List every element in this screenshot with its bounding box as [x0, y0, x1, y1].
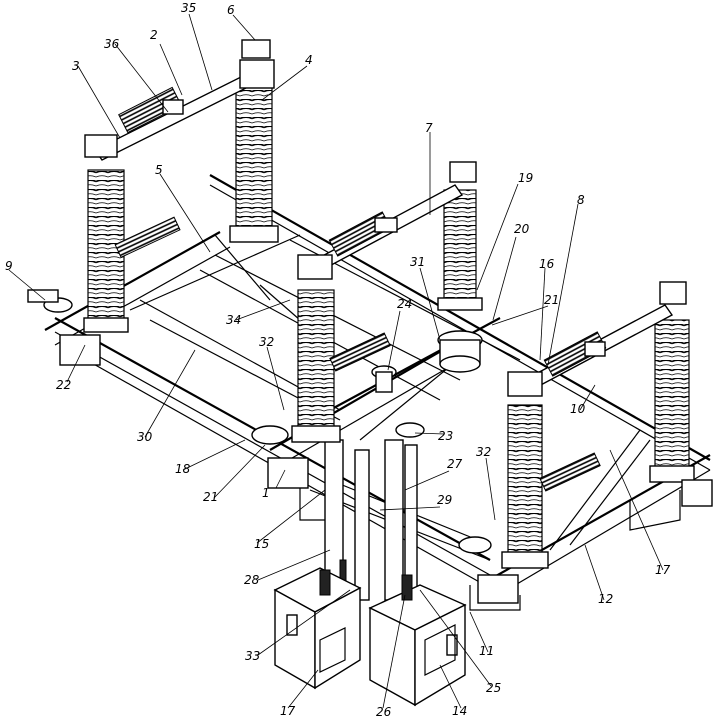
- label-5: 5: [155, 163, 163, 177]
- label-28: 28: [244, 573, 260, 587]
- callout-labels: 1 2 3 4 5 6 7 8 9 10 11 12 13 14 15 16 1…: [5, 1, 671, 719]
- label-29: 29: [437, 493, 452, 507]
- label-11: 11: [479, 644, 494, 658]
- label-32-right: 32: [476, 445, 491, 459]
- insulator-rear-right: [649, 319, 695, 483]
- blade-right: [507, 281, 687, 397]
- label-17-bottom: 17: [280, 704, 296, 718]
- label-34: 34: [226, 313, 241, 327]
- support-brackets: [59, 334, 713, 604]
- label-17-right: 17: [655, 563, 671, 577]
- label-6: 6: [227, 3, 235, 17]
- label-9: 9: [5, 259, 13, 273]
- label-25: 25: [486, 681, 501, 695]
- label-27: 27: [447, 457, 463, 471]
- label-24: 24: [397, 297, 412, 311]
- label-19: 19: [518, 171, 533, 185]
- label-36: 36: [104, 37, 120, 51]
- insulator-front-right: [501, 404, 549, 569]
- label-21-rear: 21: [544, 293, 559, 307]
- label-7: 7: [425, 121, 433, 135]
- label-35: 35: [181, 1, 196, 15]
- blade-middle: [297, 161, 477, 280]
- drive-cabinet-left: [273, 567, 362, 690]
- label-20: 20: [514, 222, 530, 236]
- insulator-front-mid: [291, 289, 341, 443]
- label-3: 3: [72, 59, 80, 73]
- drive-cabinet-right: [368, 574, 467, 707]
- blade-left: [84, 39, 275, 161]
- label-33: 33: [245, 649, 260, 663]
- label-23: 23: [438, 429, 453, 443]
- label-10: 10: [570, 402, 586, 416]
- insulator-rear-left: [229, 84, 279, 243]
- leader-lines: [8, 13, 664, 709]
- label-8: 8: [577, 193, 585, 207]
- label-2: 2: [150, 28, 158, 42]
- label-26: 26: [376, 705, 392, 719]
- label-14: 14: [452, 704, 467, 718]
- label-22: 22: [56, 378, 71, 392]
- label-16: 16: [539, 257, 555, 271]
- label-32-left: 32: [259, 335, 274, 349]
- label-15: 15: [254, 537, 269, 551]
- insulator-rear-mid: [437, 189, 483, 311]
- rotating-drives: [27, 289, 492, 554]
- label-31: 31: [410, 255, 425, 269]
- label-21-front: 21: [203, 490, 218, 504]
- label-4: 4: [305, 53, 313, 67]
- label-12: 12: [598, 592, 613, 606]
- label-18: 18: [175, 462, 191, 476]
- label-1: 1: [262, 486, 270, 500]
- label-30: 30: [137, 430, 153, 444]
- grounding-blades: [114, 216, 601, 492]
